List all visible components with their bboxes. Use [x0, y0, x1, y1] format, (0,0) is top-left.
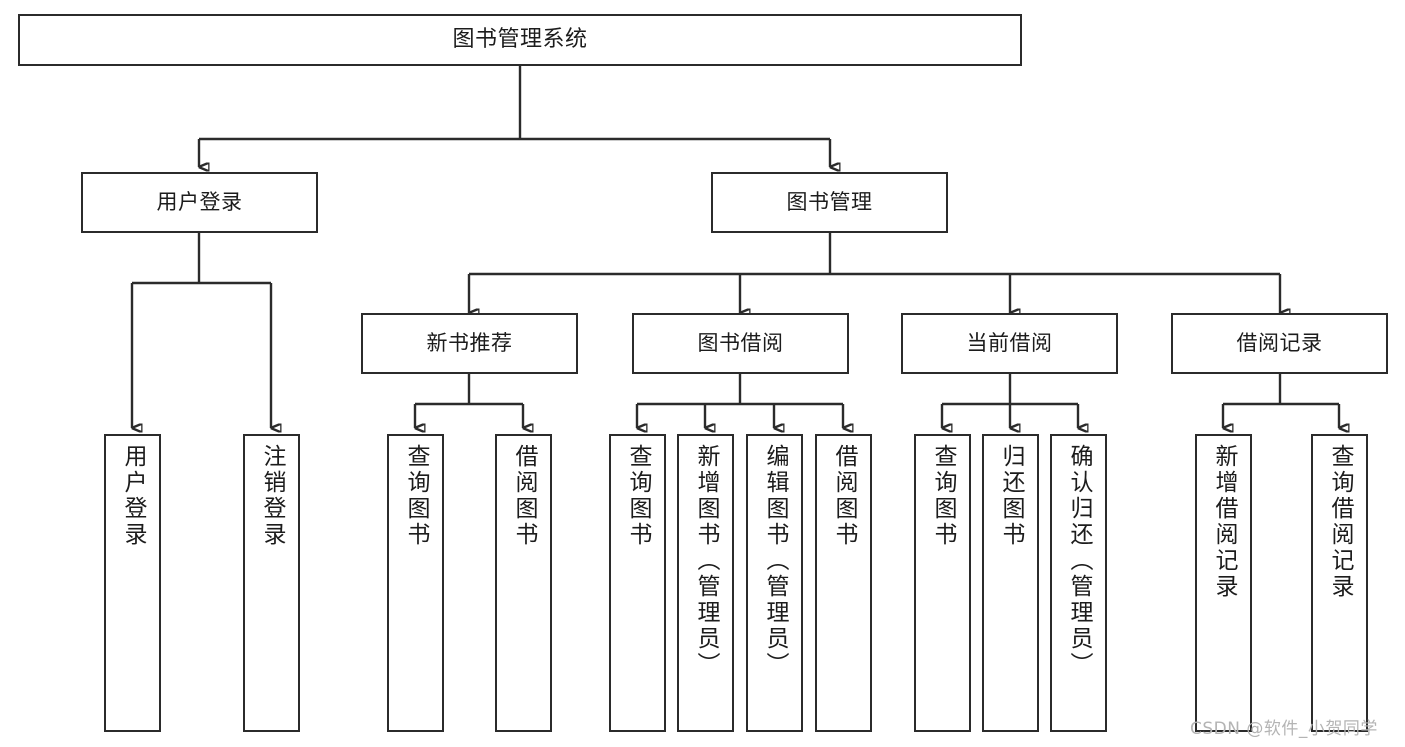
node-new-book-recommend[interactable]: 新书推荐	[361, 313, 578, 374]
node-label: 编辑图书（管理员）	[762, 444, 788, 678]
node-label: 查询图书	[403, 444, 429, 548]
leaf-user-login[interactable]: 用户登录	[104, 434, 161, 732]
leaf-borrow-book-borrow[interactable]: 借阅图书	[815, 434, 872, 732]
node-label: 归还图书	[998, 444, 1024, 548]
leaf-query-book-borrow[interactable]: 查询图书	[609, 434, 666, 732]
leaf-confirm-return-admin[interactable]: 确认归还（管理员）	[1050, 434, 1107, 732]
node-book-borrow[interactable]: 图书借阅	[632, 313, 849, 374]
node-label: 新书推荐	[426, 331, 513, 356]
node-label: 借阅记录	[1236, 331, 1323, 356]
node-label: 借阅图书	[831, 444, 857, 548]
node-label: 查询借阅记录	[1327, 444, 1353, 600]
leaf-query-book-recommend[interactable]: 查询图书	[387, 434, 444, 732]
leaf-edit-book-admin[interactable]: 编辑图书（管理员）	[746, 434, 803, 732]
node-current-borrow[interactable]: 当前借阅	[901, 313, 1118, 374]
leaf-return-book[interactable]: 归还图书	[982, 434, 1039, 732]
node-label: 查询图书	[625, 444, 651, 548]
node-label: 图书管理	[786, 190, 873, 215]
node-label: 当前借阅	[966, 331, 1053, 356]
leaf-borrow-book-recommend[interactable]: 借阅图书	[495, 434, 552, 732]
node-label: 注销登录	[259, 444, 285, 548]
node-root-book-management-system[interactable]: 图书管理系统	[18, 14, 1022, 66]
leaf-add-borrow-record[interactable]: 新增借阅记录	[1195, 434, 1252, 732]
leaf-logout-login[interactable]: 注销登录	[243, 434, 300, 732]
node-label: 借阅图书	[511, 444, 537, 548]
leaf-query-borrow-record[interactable]: 查询借阅记录	[1311, 434, 1368, 732]
node-book-management[interactable]: 图书管理	[711, 172, 948, 233]
node-label: 用户登录	[156, 190, 243, 215]
node-label: 新增借阅记录	[1211, 444, 1237, 600]
node-label: 用户登录	[120, 444, 146, 548]
node-label: 新增图书（管理员）	[693, 444, 719, 678]
node-label: 查询图书	[930, 444, 956, 548]
node-user-login[interactable]: 用户登录	[81, 172, 318, 233]
node-label: 确认归还（管理员）	[1066, 444, 1092, 678]
node-label: 图书借阅	[697, 331, 784, 356]
leaf-query-book-current[interactable]: 查询图书	[914, 434, 971, 732]
leaf-add-book-admin[interactable]: 新增图书（管理员）	[677, 434, 734, 732]
node-label: 图书管理系统	[452, 27, 588, 53]
node-borrow-record[interactable]: 借阅记录	[1171, 313, 1388, 374]
